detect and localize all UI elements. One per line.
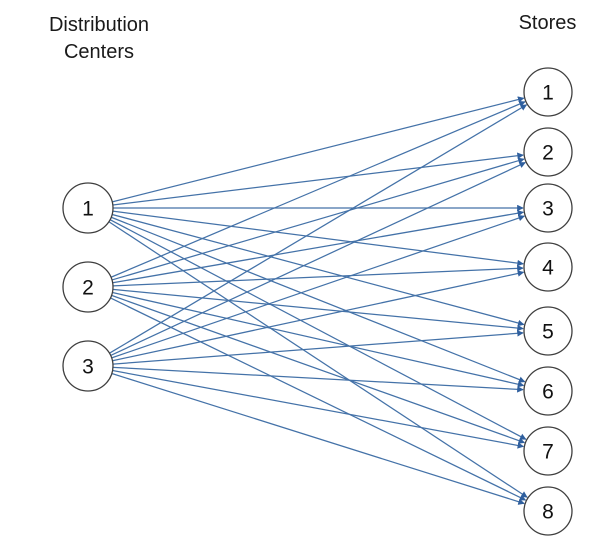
edge-dc-1-to-store-8 — [108, 221, 528, 498]
store-node-3[interactable]: 3 — [523, 183, 573, 233]
distribution-center-node-3[interactable]: 3 — [62, 340, 114, 392]
store-node-circle — [523, 127, 573, 177]
distribution-center-node-label: 1 — [82, 198, 94, 221]
store-node-circle — [523, 486, 573, 536]
store-node-label: 2 — [542, 142, 554, 165]
distribution-center-node-2[interactable]: 2 — [62, 261, 114, 313]
stores-heading: Stores — [518, 12, 577, 34]
distribution-centers-heading: Distribution Centers — [48, 14, 150, 63]
store-node-4[interactable]: 4 — [523, 242, 573, 292]
edge-dc-1-to-store-1 — [112, 96, 525, 203]
distribution-center-node-label: 2 — [82, 277, 94, 300]
edge-dc-2-to-store-2 — [111, 157, 525, 281]
store-node-label: 7 — [542, 441, 554, 464]
store-node-label: 6 — [542, 381, 554, 404]
store-node-8[interactable]: 8 — [523, 486, 573, 536]
store-node-circle — [523, 426, 573, 476]
store-node-label: 1 — [542, 82, 554, 105]
edge-dc-3-to-store-1 — [109, 104, 528, 354]
distribution-center-node-label: 3 — [82, 356, 94, 379]
store-node-1[interactable]: 1 — [523, 67, 573, 117]
store-node-circle — [523, 242, 573, 292]
edge-dc-3-to-store-7 — [112, 369, 525, 449]
edges-layer — [108, 96, 528, 505]
store-node-label: 3 — [542, 198, 554, 221]
edge-dc-2-to-store-1 — [110, 101, 526, 278]
store-node-circle — [523, 366, 573, 416]
store-node-2[interactable]: 2 — [523, 127, 573, 177]
edge-dc-3-to-store-2 — [110, 161, 526, 357]
distribution-center-node-circle — [62, 340, 114, 392]
store-node-5[interactable]: 5 — [523, 306, 573, 356]
edge-dc-2-to-store-5 — [112, 288, 524, 332]
distribution-center-node-1[interactable]: 1 — [62, 182, 114, 234]
edge-dc-2-to-store-4 — [112, 265, 524, 287]
store-node-7[interactable]: 7 — [523, 426, 573, 476]
distribution-center-node-circle — [62, 182, 114, 234]
store-node-6[interactable]: 6 — [523, 366, 573, 416]
store-node-label: 4 — [542, 257, 554, 280]
store-node-circle — [523, 306, 573, 356]
edge-dc-1-to-store-4 — [112, 210, 524, 267]
edge-dc-2-to-store-6 — [112, 291, 525, 388]
store-node-label: 8 — [542, 501, 554, 524]
edge-dc-1-to-store-5 — [111, 213, 525, 327]
distribution-center-node-circle — [62, 261, 114, 313]
nodes-layer: 1 2 3 1 2 3 4 5 6 7 8 — [62, 67, 573, 536]
edge-dc-2-to-store-7 — [111, 294, 526, 444]
edge-dc-2-to-store-8 — [110, 297, 527, 501]
store-node-circle — [523, 183, 573, 233]
store-node-label: 5 — [542, 321, 554, 344]
edge-dc-3-to-store-5 — [112, 330, 524, 365]
edge-dc-3-to-store-3 — [111, 214, 525, 359]
edge-dc-1-to-store-6 — [110, 216, 526, 383]
edge-dc-1-to-store-7 — [109, 219, 527, 440]
edge-dc-3-to-store-8 — [111, 372, 525, 505]
edge-dc-3-to-store-4 — [112, 270, 525, 362]
edge-dc-1-to-store-2 — [112, 152, 524, 206]
edge-dc-3-to-store-6 — [112, 366, 524, 393]
edge-dc-2-to-store-3 — [112, 210, 525, 284]
store-node-circle — [523, 67, 573, 117]
